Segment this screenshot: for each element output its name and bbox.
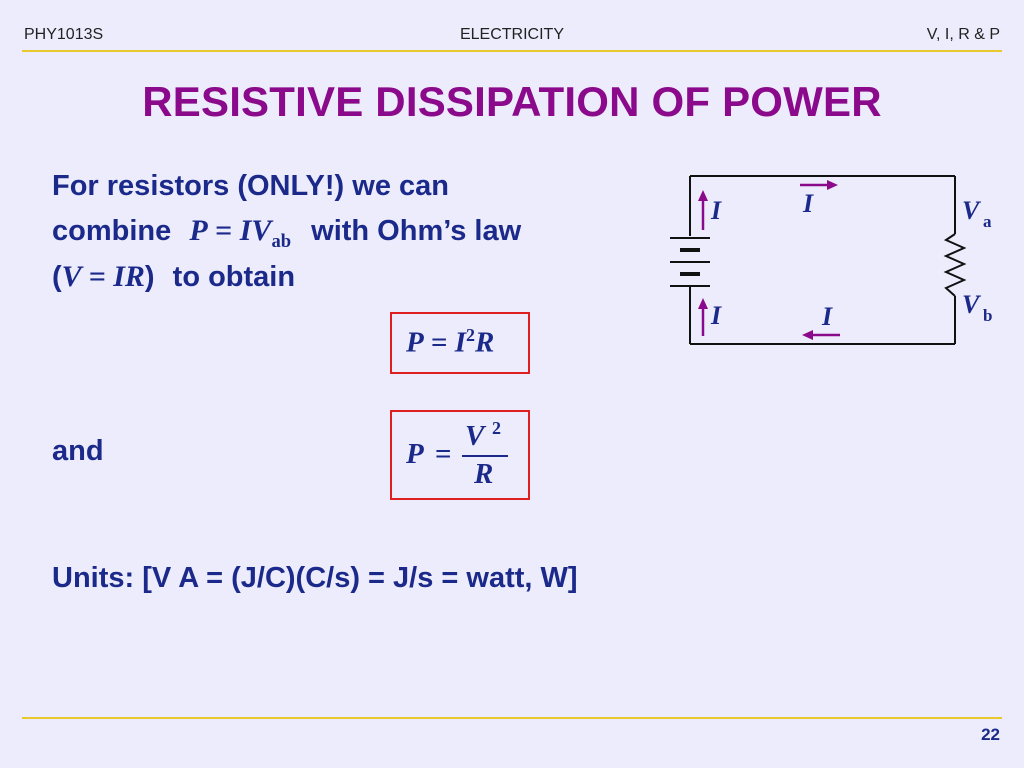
body-line-3-post: to obtain (172, 261, 296, 293)
eq1-p: P (406, 326, 424, 359)
header-section: V, I, R & P (926, 26, 1000, 43)
label-current-bottom: I (821, 302, 833, 331)
header-topic: ELECTRICITY (459, 26, 564, 43)
units-line: Units: [V A = (J/C)(C/s) = J/s = watt, W… (52, 562, 578, 594)
eq2-fraction-bar (462, 455, 508, 457)
body-line-2: combine P = IVab with Ohm’s law (52, 214, 521, 253)
resistor-icon (943, 233, 967, 297)
label-current-left-upper: I (710, 196, 722, 225)
label-current-left-lower: I (710, 301, 722, 330)
arrow-right-icon (827, 180, 838, 190)
equation-box-i-squared-r: P = I2R (390, 312, 530, 374)
eq1-i: I (454, 326, 467, 359)
label-vb-sub: b (983, 306, 992, 325)
label-va-sub: a (983, 212, 992, 231)
label-va-v: V (962, 196, 982, 225)
eq1-r: R (475, 326, 495, 359)
eq2-numerator-v: V (465, 420, 485, 452)
inline-eq-iv: IV (239, 214, 272, 247)
body-line-3: (V = IR) to obtain (52, 260, 295, 294)
arrow-left-icon (802, 330, 813, 340)
eq2-exponent: 2 (492, 418, 501, 438)
body-line-2-post: with Ohm’s law (311, 215, 522, 247)
equation-i-squared-r: P = I2R (406, 325, 494, 360)
arrow-up-icon (698, 190, 708, 201)
battery-icon (670, 237, 710, 287)
inline-eq-sub-ab: ab (271, 231, 292, 252)
inline-eq-p: P (189, 214, 208, 247)
page-number: 22 (981, 725, 1000, 744)
eq1-exponent: 2 (466, 325, 476, 345)
slide-title: RESISTIVE DISSIPATION OF POWER (142, 78, 882, 125)
eq2-equals: = (435, 438, 452, 470)
body-line-1: For resistors (ONLY!) we can (52, 170, 449, 202)
header-rule (22, 50, 1002, 52)
header-course-code: PHY1013S (24, 26, 104, 43)
footer-rule (22, 717, 1002, 719)
current-arrows (698, 180, 840, 340)
eq1-equals: = (423, 326, 455, 359)
equation-box-v-squared-over-r: P = V 2 R (390, 410, 530, 500)
inline-eq-equals: = (207, 214, 240, 247)
eq2-p: P (406, 438, 424, 470)
arrow-up-icon (698, 298, 708, 309)
body-and: and (52, 435, 104, 467)
body-line-3-open-paren: ( (52, 261, 62, 293)
circuit-wires (689, 175, 967, 345)
body-line-2-pre: combine (52, 215, 172, 247)
eq2-denominator-r: R (474, 458, 494, 490)
label-current-top: I (802, 189, 814, 218)
body-line-3-close-paren: ) (144, 261, 155, 293)
label-vb-v: V (962, 290, 982, 319)
inline-ohms-law: V = IR (61, 260, 145, 293)
inline-power-equation: P = IVab (189, 214, 291, 252)
